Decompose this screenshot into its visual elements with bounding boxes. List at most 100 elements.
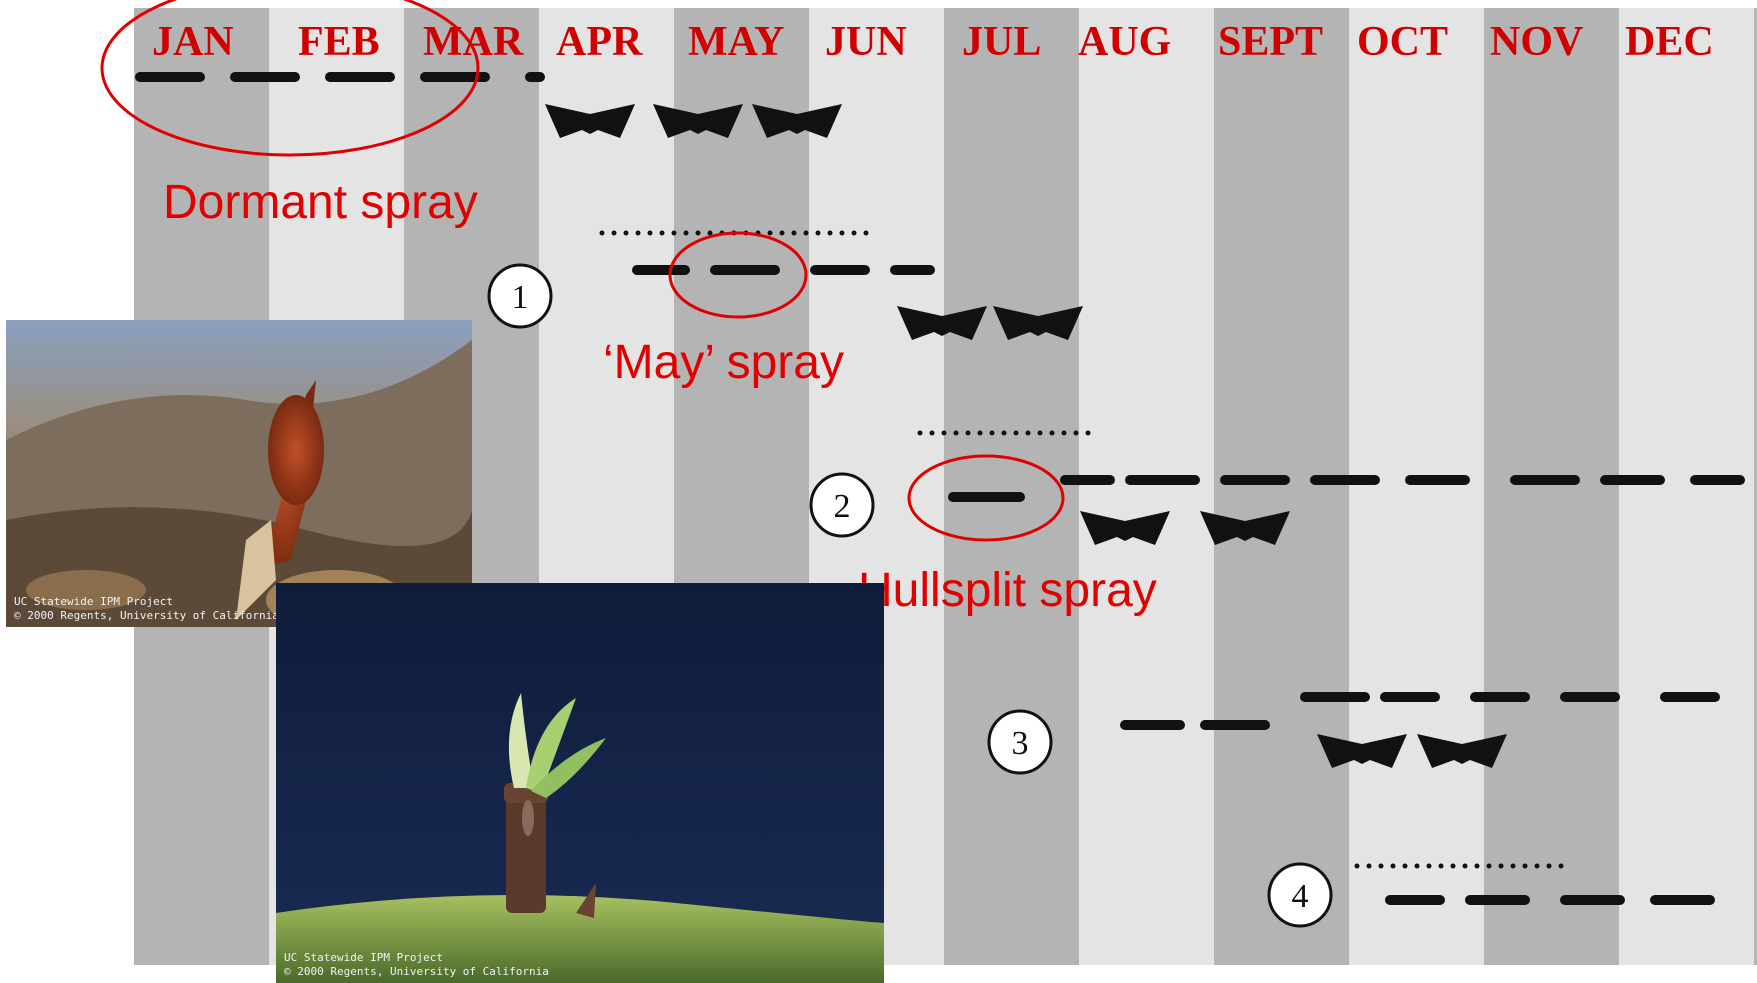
egg-dot bbox=[864, 231, 869, 236]
month-label: JUL bbox=[962, 18, 1041, 66]
egg-dot bbox=[1038, 431, 1043, 436]
egg-dot bbox=[1014, 431, 1019, 436]
egg-dot bbox=[672, 231, 677, 236]
larva-dash bbox=[1380, 692, 1440, 702]
egg-dot bbox=[600, 231, 605, 236]
egg-dot bbox=[1475, 864, 1480, 869]
egg-dot bbox=[792, 231, 797, 236]
egg-dot bbox=[954, 431, 959, 436]
generation-number: 1 bbox=[489, 265, 551, 327]
egg-dot bbox=[684, 231, 689, 236]
larva-dash bbox=[1385, 895, 1445, 905]
egg-dot bbox=[1499, 864, 1504, 869]
egg-dot bbox=[1451, 864, 1456, 869]
egg-dot bbox=[978, 431, 983, 436]
egg-dot bbox=[780, 231, 785, 236]
shoot-strike-image bbox=[276, 583, 884, 983]
month-label: MAR bbox=[423, 18, 523, 66]
svg-text:1: 1 bbox=[512, 279, 529, 316]
larva-dash bbox=[632, 265, 690, 275]
generation-number: 2 bbox=[811, 474, 873, 536]
month-label: MAY bbox=[688, 18, 784, 66]
egg-dot bbox=[990, 431, 995, 436]
month-label: JAN bbox=[152, 18, 234, 66]
egg-dot bbox=[768, 231, 773, 236]
egg-dot bbox=[1026, 431, 1031, 436]
larva-dash bbox=[710, 265, 780, 275]
egg-dot bbox=[942, 431, 947, 436]
larva-frass-photo: UC Statewide IPM Project © 2000 Regents,… bbox=[6, 320, 472, 627]
month-label: NOV bbox=[1490, 18, 1583, 66]
egg-dot bbox=[1463, 864, 1468, 869]
generation-number: 3 bbox=[989, 711, 1051, 773]
larva-dash bbox=[1300, 692, 1370, 702]
egg-dot bbox=[1523, 864, 1528, 869]
month-label: AUG bbox=[1078, 18, 1171, 66]
month-label: OCT bbox=[1357, 18, 1448, 66]
egg-dot bbox=[930, 431, 935, 436]
egg-dot bbox=[624, 231, 629, 236]
egg-dot bbox=[636, 231, 641, 236]
egg-dot bbox=[1511, 864, 1516, 869]
egg-dot bbox=[1535, 864, 1540, 869]
egg-dot bbox=[648, 231, 653, 236]
egg-dot bbox=[1367, 864, 1372, 869]
hullsplit-spray-label: Hullsplit spray bbox=[858, 563, 1157, 618]
larva-dash bbox=[1200, 720, 1270, 730]
egg-dot bbox=[1355, 864, 1360, 869]
egg-dot bbox=[828, 231, 833, 236]
larva-dash bbox=[1650, 895, 1715, 905]
egg-dot bbox=[1050, 431, 1055, 436]
larva-dash bbox=[1560, 895, 1625, 905]
larva-dash bbox=[1470, 692, 1530, 702]
egg-dot bbox=[918, 431, 923, 436]
larva-dash bbox=[1690, 475, 1745, 485]
month-band bbox=[1349, 8, 1484, 965]
egg-dot bbox=[966, 431, 971, 436]
larva-dash bbox=[1120, 720, 1185, 730]
larva-dash bbox=[810, 265, 870, 275]
photo-credit: UC Statewide IPM Project © 2000 Regents,… bbox=[284, 951, 549, 979]
larva-dash bbox=[1660, 692, 1720, 702]
larva-dash bbox=[1510, 475, 1580, 485]
month-band bbox=[1214, 8, 1349, 965]
larva-dash bbox=[1060, 475, 1115, 485]
egg-dot bbox=[1391, 864, 1396, 869]
larva-dash bbox=[1310, 475, 1380, 485]
svg-text:4: 4 bbox=[1292, 878, 1309, 915]
egg-dot bbox=[840, 231, 845, 236]
egg-dot bbox=[804, 231, 809, 236]
larva-frass-image bbox=[6, 320, 472, 627]
month-band bbox=[1484, 8, 1619, 965]
larva-dash bbox=[525, 72, 545, 82]
month-label: APR bbox=[556, 18, 642, 66]
larva-dash bbox=[420, 72, 490, 82]
egg-dot bbox=[852, 231, 857, 236]
larva-dash bbox=[1220, 475, 1290, 485]
larva-dash bbox=[890, 265, 935, 275]
month-label: FEB bbox=[298, 18, 380, 66]
larva-dash bbox=[1560, 692, 1620, 702]
egg-dot bbox=[1415, 864, 1420, 869]
egg-dot bbox=[1086, 431, 1091, 436]
egg-dot bbox=[612, 231, 617, 236]
egg-dot bbox=[1427, 864, 1432, 869]
larva-dash bbox=[1125, 475, 1200, 485]
month-label: JUN bbox=[825, 18, 907, 66]
svg-text:3: 3 bbox=[1012, 725, 1029, 762]
egg-dot bbox=[1062, 431, 1067, 436]
egg-dot bbox=[1074, 431, 1079, 436]
generation-number: 4 bbox=[1269, 864, 1331, 926]
larva-dash bbox=[948, 492, 1025, 502]
egg-dot bbox=[660, 231, 665, 236]
larva-dash bbox=[1465, 895, 1530, 905]
larva-dash bbox=[1405, 475, 1470, 485]
month-label: SEPT bbox=[1218, 18, 1323, 66]
dormant-spray-label: Dormant spray bbox=[163, 175, 478, 230]
larva-dash bbox=[230, 72, 300, 82]
shoot-strike-photo: UC Statewide IPM Project © 2000 Regents,… bbox=[276, 583, 884, 983]
larva-dash bbox=[135, 72, 205, 82]
egg-dot bbox=[1487, 864, 1492, 869]
egg-dot bbox=[696, 231, 701, 236]
